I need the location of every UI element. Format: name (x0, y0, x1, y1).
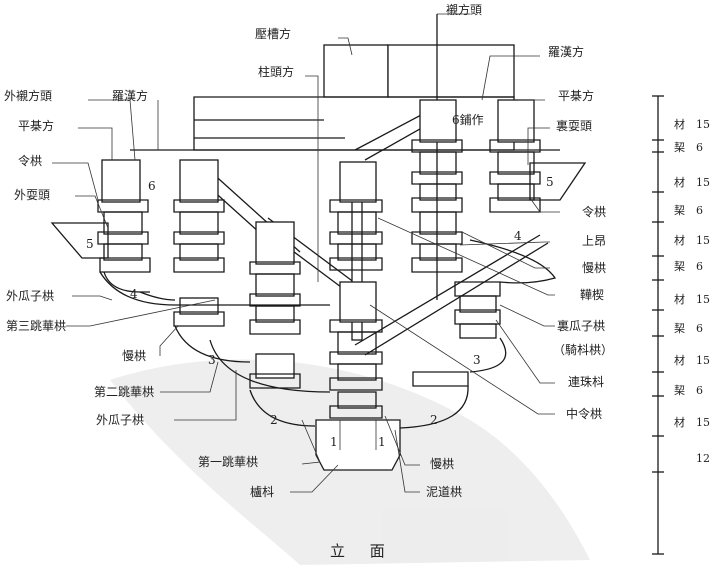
scale-unit-value: 15 (696, 234, 710, 247)
label-ping-qi-fang-right: 平棊方 (558, 88, 594, 103)
label-man-gong-bottom: 慢栱 (430, 457, 454, 471)
scale-unit-value: 12 (696, 452, 710, 465)
scale-unit-value: 15 (696, 354, 710, 367)
step-number: 1 (330, 435, 338, 449)
step-number: 4 (514, 229, 522, 243)
step-number: 5 (546, 175, 554, 189)
lu-dou (315, 419, 401, 471)
li-shua-tou-shape (529, 162, 587, 201)
scale-unit-value: 6 (696, 322, 703, 335)
bracket-arms (99, 239, 557, 429)
step-numbers: 1 1 2 2 3 3 4 4 5 5 6 (86, 175, 554, 449)
scale-unit-value: 6 (696, 384, 703, 397)
label-zhong-ling-gong: 中令栱 (566, 406, 602, 421)
beam-block-yacao (323, 44, 389, 98)
arm-4-left (99, 271, 260, 306)
label-ling-gong-right: 令栱 (582, 204, 606, 219)
label-ping-qi-fang-left: 平棊方 (18, 118, 54, 133)
scale-unit-name: 栔 (674, 322, 685, 335)
label-wai-gua-zi-gong-1: 外瓜子栱 (6, 289, 54, 303)
step-number: 2 (270, 413, 278, 427)
column-f (489, 99, 541, 213)
scale-unit-name: 栔 (674, 141, 685, 154)
step-number: 3 (208, 353, 216, 367)
labels: 襯方頭 壓槽方 柱頭方 羅漢方 平棊方 裏耍頭 6鋪作 外襯方頭 羅漢方 平棊方… (4, 2, 613, 560)
column-c (249, 221, 301, 389)
wai-shua-tou-shape (50, 222, 109, 259)
column-b (173, 159, 225, 327)
scale-unit-name: 材 (674, 292, 685, 306)
label-zhu-tou-fang: 柱頭方 (258, 64, 294, 79)
scale-unit-value: 15 (696, 176, 710, 189)
caption: 立 面 (330, 542, 395, 560)
step-number: 2 (430, 413, 438, 427)
label-qi-dou-gong: （騎枓栱） (553, 342, 613, 357)
arm-3-left-lower (209, 339, 331, 393)
scale-unit-name: 材 (674, 117, 685, 131)
label-li-shua-tou: 裏耍頭 (556, 118, 592, 133)
scale-unit-value: 15 (696, 416, 710, 429)
label-di-yi-tiao-hua-gong: 第一跳華栱 (198, 455, 258, 469)
label-yan-cao-fang: 壓槽方 (255, 26, 291, 41)
label-ni-dao-gong: 泥道栱 (426, 485, 462, 499)
step-number: 1 (378, 435, 386, 449)
label-luo-han-fang-left: 羅漢方 (112, 88, 148, 103)
label-di-san-tiao-hua-gong: 第三跳華栱 (6, 319, 66, 333)
arm-3-right (469, 337, 507, 373)
label-man-gong-right: 慢栱 (582, 261, 606, 275)
bracket-columns (97, 99, 541, 419)
label-shang-ang: 上昂 (582, 234, 606, 248)
label-di-er-tiao-hua-gong: 第二跳華栱 (94, 385, 154, 399)
scale-unit-name: 栔 (674, 204, 685, 217)
label-li-gua-zi-gong: 裏瓜子栱 (557, 318, 605, 333)
label-ling-gong-left: 令栱 (18, 153, 42, 168)
arm-4-right (469, 239, 557, 284)
shang-ang-lower (354, 234, 549, 356)
scale-unit-name: 材 (674, 415, 685, 429)
scale-unit-name: 材 (674, 175, 685, 189)
column-d (329, 161, 383, 419)
label-pu-zuo: 6鋪作 (452, 112, 484, 127)
scale-unit-name: 栔 (674, 384, 685, 397)
label-wai-gua-zi-gong-2: 外瓜子栱 (96, 413, 144, 427)
label-man-gong-left: 慢栱 (122, 349, 146, 363)
scale-unit-value: 15 (696, 118, 710, 131)
step-number: 5 (86, 237, 94, 251)
column-a (97, 159, 151, 293)
arm-join (139, 291, 176, 301)
label-jiao-tou: 鞾楔 (580, 288, 604, 302)
scale-unit-name: 材 (674, 353, 685, 367)
label-wai-shua-tou: 外耍頭 (14, 188, 50, 202)
step-number: 3 (473, 353, 481, 367)
beam-block-chenfang (387, 44, 515, 98)
column-e (411, 99, 463, 273)
arm-2-right (399, 385, 469, 429)
scale-unit-value: 6 (696, 204, 703, 217)
arm-3-left (174, 325, 251, 363)
scale-unit-name: 材 (674, 233, 685, 247)
label-lu-dou: 櫨枓 (250, 484, 274, 499)
scale-unit-value: 6 (696, 141, 703, 154)
leader-lines (52, 13, 560, 493)
label-luo-han-fang-right: 羅漢方 (548, 44, 584, 59)
column-g (412, 281, 501, 387)
label-lian-zhu-dou: 連珠枓 (568, 374, 604, 389)
step-number: 4 (130, 287, 138, 301)
label-chen-fang-tou: 襯方頭 (446, 2, 482, 17)
scale-unit-name: 栔 (674, 260, 685, 273)
scale-unit-value: 6 (696, 260, 703, 273)
step-number: 6 (148, 179, 156, 193)
scale-unit-value: 15 (696, 293, 710, 306)
upper-beams (130, 14, 560, 300)
lu-dou-block (315, 419, 401, 471)
label-wai-chen-fang-tou: 外襯方頭 (4, 88, 52, 103)
